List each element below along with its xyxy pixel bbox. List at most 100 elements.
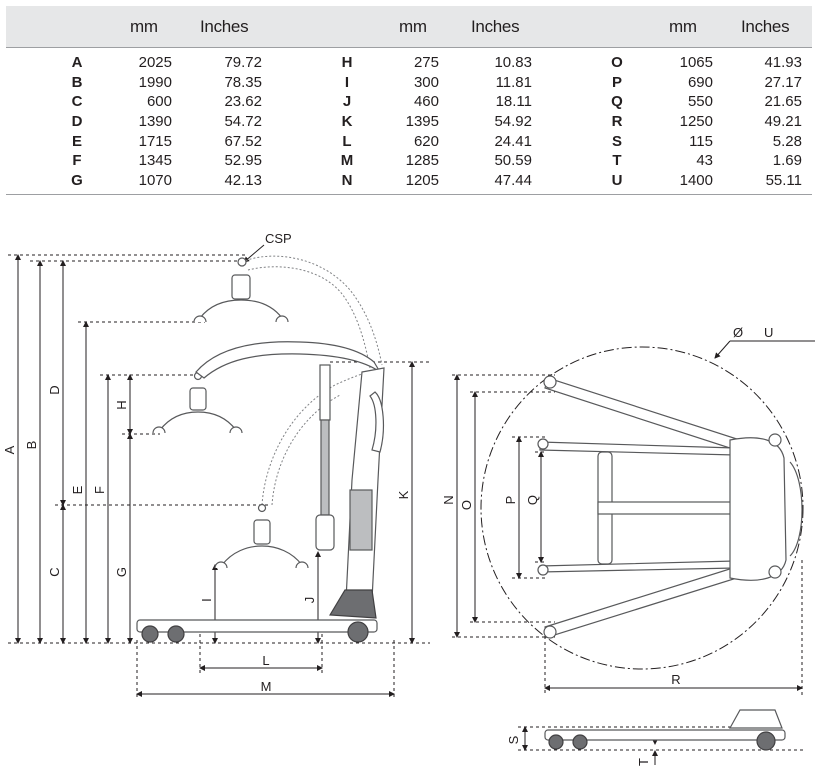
castor-top-front xyxy=(543,375,557,389)
label-n: N xyxy=(441,495,456,504)
hook-lower xyxy=(537,564,549,576)
table-cell: 115 xyxy=(689,132,713,150)
spreader-hook-right xyxy=(229,426,243,434)
actuator-lower xyxy=(320,419,330,516)
letters-column-2: H I J K L M N xyxy=(337,53,357,191)
table-cell: A xyxy=(71,54,83,71)
rear-castor-detail xyxy=(756,731,776,751)
raised-boom-outline xyxy=(241,255,383,366)
label-d: D xyxy=(47,385,62,394)
hook-upper xyxy=(537,438,549,450)
table-cell: 275 xyxy=(413,54,439,71)
csp-label: CSP xyxy=(265,231,292,246)
castor-detail-1 xyxy=(548,734,564,750)
side-view: A B D C E F H G I J K L M CSP xyxy=(2,231,430,700)
label-e: E xyxy=(70,485,85,494)
table-cell: 1250 xyxy=(679,113,713,131)
label-a: A xyxy=(2,445,17,454)
base-height-detail: S T xyxy=(506,709,805,766)
table-cell: 42.13 xyxy=(224,172,262,190)
label-c: C xyxy=(47,567,62,576)
mm-column-3: 1065 690 550 1250 115 43 1400 xyxy=(643,53,713,191)
u-leader xyxy=(714,340,731,359)
label-h: H xyxy=(114,400,129,409)
rear-wheel-upper xyxy=(768,433,782,447)
table-cell: 1345 xyxy=(138,152,172,170)
table-cell: 24.41 xyxy=(494,132,532,150)
header-mm-1: mm xyxy=(130,17,158,36)
diameter-symbol: Ø xyxy=(733,325,743,340)
table-cell: F xyxy=(72,152,82,170)
table-cell: 1205 xyxy=(405,172,439,190)
csp-pointer xyxy=(243,244,265,263)
label-p: P xyxy=(503,496,518,505)
label-g: G xyxy=(114,567,129,577)
turning-circle-u xyxy=(480,346,804,670)
table-cell: Q xyxy=(611,93,623,111)
table-cell: 460 xyxy=(413,93,439,111)
castor-detail-2 xyxy=(572,734,588,750)
table-cell: 18.11 xyxy=(495,93,532,111)
table-cell: 27.17 xyxy=(764,73,802,91)
table-cell: 47.44 xyxy=(494,172,532,190)
table-cell: 1990 xyxy=(138,73,172,91)
inches-column-1: 79.72 78.35 23.62 54.72 67.52 52.95 42.1… xyxy=(182,53,262,191)
table-cell: 690 xyxy=(687,73,713,91)
table-cell: 5.28 xyxy=(772,132,802,150)
table-cell: N xyxy=(341,172,353,190)
spreader-top-view-lower xyxy=(539,560,736,573)
base-leg-lower xyxy=(544,566,741,638)
rear-castor xyxy=(347,621,369,643)
table-cell: 1400 xyxy=(679,172,713,190)
actuator-upper xyxy=(319,364,331,421)
table-cell: M xyxy=(340,152,354,170)
header-inches-3: Inches xyxy=(741,17,790,36)
chassis-top-view xyxy=(729,437,787,581)
table-cell: 67.52 xyxy=(224,132,262,150)
patient-lift-dimension-drawing: A B D C E F H G I J K L M CSP xyxy=(2,231,815,766)
hanger-body xyxy=(253,519,271,545)
table-cell: 1715 xyxy=(138,132,172,150)
table-cell: D xyxy=(71,113,83,131)
actuator-motor xyxy=(315,514,335,551)
table-cell: 41.93 xyxy=(764,54,802,71)
label-u: U xyxy=(764,325,773,340)
inches-column-3: 41.93 27.17 21.65 49.21 5.28 1.69 55.11 xyxy=(722,53,802,191)
spreader-hook-right xyxy=(275,315,289,323)
spreader-hook-left xyxy=(193,315,207,323)
main-boom xyxy=(195,341,381,379)
label-f: F xyxy=(92,486,107,494)
label-q: Q xyxy=(525,495,540,505)
table-cell: 43 xyxy=(696,152,713,170)
mast-base-detail xyxy=(728,709,783,729)
table-cell: 300 xyxy=(413,73,439,91)
table-cell: P xyxy=(611,73,622,91)
table-cell: 23.62 xyxy=(224,93,262,111)
castor-bottom-front xyxy=(543,625,557,639)
table-cell: 1285 xyxy=(405,152,439,170)
table-cell: 550 xyxy=(687,93,713,111)
mast-base xyxy=(328,589,377,619)
table-cell: 11.81 xyxy=(495,73,532,91)
spreader-arms xyxy=(159,411,237,431)
label-i: I xyxy=(199,598,214,602)
table-cell: L xyxy=(342,132,352,150)
table-cell: 54.72 xyxy=(224,113,262,131)
table-cell: 79.72 xyxy=(224,54,262,71)
base-leg xyxy=(136,619,378,633)
spreader-arms xyxy=(221,545,303,566)
lowered-boom-inner-outline xyxy=(271,394,341,506)
table-cell: B xyxy=(71,73,83,91)
table-cell: 2025 xyxy=(138,54,172,71)
table-header-row xyxy=(6,6,812,48)
table-cell: 55.11 xyxy=(765,172,802,190)
header-mm-3: mm xyxy=(669,17,697,36)
table-cell: 54.92 xyxy=(494,113,532,131)
table-cell: 10.83 xyxy=(494,54,532,71)
push-handle xyxy=(369,391,384,453)
header-inches-2: Inches xyxy=(471,17,520,36)
base-leg-upper xyxy=(544,377,741,451)
table-cell: J xyxy=(342,93,352,111)
inches-column-2: 10.83 11.81 18.11 54.92 24.41 50.59 47.4… xyxy=(452,53,532,191)
table-cell: 1390 xyxy=(138,113,172,131)
